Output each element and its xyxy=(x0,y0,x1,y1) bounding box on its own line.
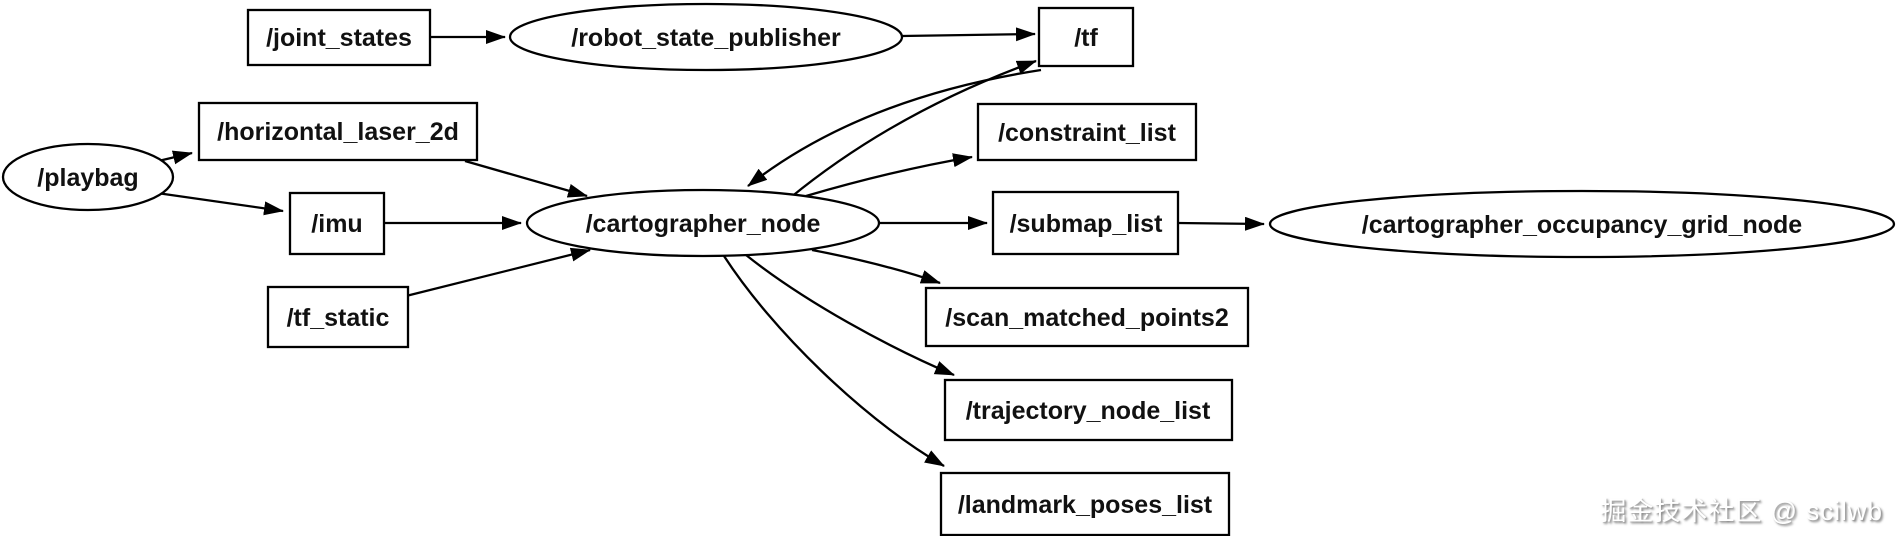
robot-state-publisher-label: /robot_state_publisher xyxy=(571,24,841,52)
topic-submap-list: /submap_list xyxy=(991,190,1180,256)
edge-tf-static-to-cartographer-node xyxy=(405,247,591,298)
constraint-list-label: /constraint_list xyxy=(998,119,1176,147)
node-cartographer-occupancy-grid-node: /cartographer_occupancy_grid_node xyxy=(1268,189,1896,259)
scan-matched-points2-box xyxy=(924,286,1250,348)
landmark-poses-list-box xyxy=(939,471,1231,536)
topic-constraint-list: /constraint_list xyxy=(976,102,1198,162)
horizontal-laser-2d-box xyxy=(197,101,479,162)
cartographer-occupancy-grid-node-label: /cartographer_occupancy_grid_node xyxy=(1362,211,1803,239)
edge-submap-list-to-cartographer-occupancy-grid-node xyxy=(1177,216,1265,231)
edge-robot-state-publisher-to-tf xyxy=(901,27,1036,42)
joint-states-box xyxy=(246,8,432,67)
robot-state-publisher-ellipse xyxy=(508,2,904,72)
cartographer-node-ellipse xyxy=(525,188,881,258)
tf-static-box xyxy=(266,285,410,349)
edge-cartographer-node-to-tf xyxy=(789,59,1037,199)
tf-box xyxy=(1037,6,1135,68)
edge-cartographer-node-to-landmark-poses-list xyxy=(723,255,945,467)
edge-horizontal-laser-2d-to-cartographer-node xyxy=(464,159,588,198)
topic-trajectory-node-list: /trajectory_node_list xyxy=(943,378,1234,442)
playbag-ellipse xyxy=(1,142,175,212)
watermark: 掘金技术社区 @ scilwb xyxy=(1600,496,1883,526)
node-playbag: /playbag xyxy=(1,142,175,212)
scan-matched-points2-label: /scan_matched_points2 xyxy=(945,304,1228,332)
playbag-label: /playbag xyxy=(37,164,138,192)
tf-static-label: /tf_static xyxy=(287,304,390,332)
horizontal-laser-2d-label: /horizontal_laser_2d xyxy=(217,118,459,146)
topic-joint-states: /joint_states xyxy=(246,8,432,67)
joint-states-label: /joint_states xyxy=(266,24,412,52)
node-robot-state-publisher: /robot_state_publisher xyxy=(508,2,904,72)
cartographer-occupancy-grid-node-ellipse xyxy=(1268,189,1896,259)
tf-label: /tf xyxy=(1074,24,1098,52)
constraint-list-box xyxy=(976,102,1198,162)
topic-tf: /tf xyxy=(1037,6,1135,68)
topic-scan-matched-points2: /scan_matched_points2 xyxy=(924,286,1250,348)
edge-layer xyxy=(149,27,1265,467)
submap-list-box xyxy=(991,190,1180,256)
submap-list-label: /submap_list xyxy=(1010,210,1163,238)
topic-horizontal-laser-2d: /horizontal_laser_2d xyxy=(197,101,479,162)
edge-tf-to-cartographer-node xyxy=(747,68,1042,187)
topic-imu: /imu xyxy=(288,191,386,256)
edge-cartographer-node-to-constraint-list xyxy=(805,153,973,198)
trajectory-node-list-box xyxy=(943,378,1234,442)
topic-landmark-poses-list: /landmark_poses_list xyxy=(939,471,1231,536)
trajectory-node-list-label: /trajectory_node_list xyxy=(966,397,1211,425)
imu-label: /imu xyxy=(311,210,362,238)
node-cartographer-node: /cartographer_node xyxy=(525,188,881,258)
topic-tf-static: /tf_static xyxy=(266,285,410,349)
imu-box xyxy=(288,191,386,256)
cartographer-node-label: /cartographer_node xyxy=(586,210,821,238)
edge-playbag-to-imu xyxy=(149,190,284,216)
edge-cartographer-node-to-scan-matched-points2 xyxy=(811,248,941,285)
landmark-poses-list-label: /landmark_poses_list xyxy=(958,491,1213,519)
edge-cartographer-node-to-trajectory-node-list xyxy=(745,254,955,377)
